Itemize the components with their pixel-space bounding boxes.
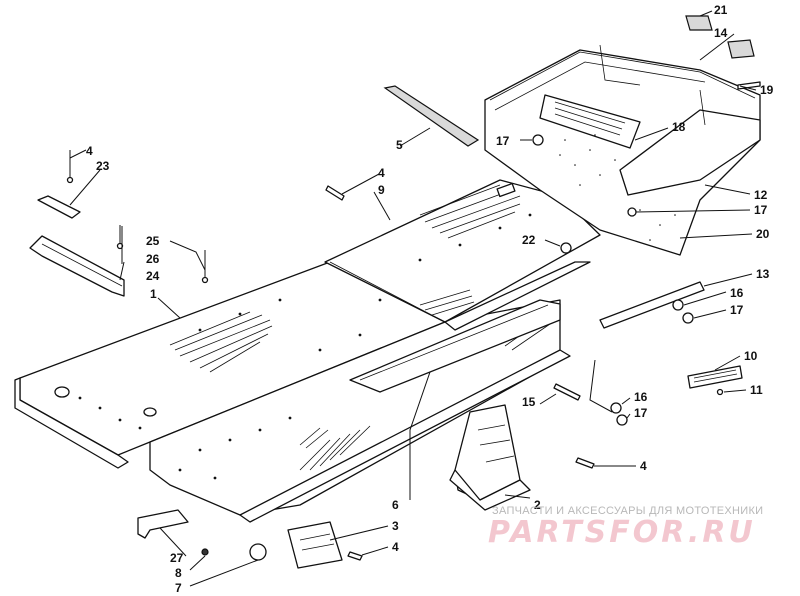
callout-4-bracket: 4 [640, 459, 647, 473]
tunnel-lower-edge [239, 349, 571, 523]
callout-labels: 4 23 25 26 24 1 4 9 5 21 14 19 18 17 12 … [86, 3, 774, 595]
part-8-pin [201, 548, 209, 556]
callout-23: 23 [96, 159, 110, 173]
callout-20: 20 [756, 227, 770, 241]
callout-19: 19 [760, 83, 774, 97]
part-17-nut-mid [682, 312, 694, 324]
part-10-vent [687, 365, 743, 389]
tunnel-front-flange [14, 377, 129, 469]
callout-6: 6 [392, 498, 399, 512]
callout-7: 7 [175, 581, 182, 595]
part-27-channel [137, 509, 189, 539]
callout-26: 26 [146, 252, 160, 266]
part-3-plate [287, 521, 343, 569]
callout-15: 15 [522, 395, 536, 409]
callout-3: 3 [392, 519, 399, 533]
part-16-washer-mid [672, 299, 684, 311]
callout-18: 18 [672, 120, 686, 134]
watermark-brand: PARTSFOR.RU [488, 515, 756, 550]
callout-17-low: 17 [634, 406, 648, 420]
callout-17-right: 17 [754, 203, 768, 217]
callout-27: 27 [170, 551, 184, 565]
callout-2: 2 [534, 498, 541, 512]
callout-4-deck: 4 [378, 166, 385, 180]
part-17-nut-top [532, 134, 544, 146]
part-7-plug [249, 543, 267, 561]
callout-8: 8 [175, 566, 182, 580]
callout-4-plate: 4 [392, 540, 399, 554]
callout-24: 24 [146, 269, 160, 283]
tunnel-access-hole [54, 386, 70, 398]
callout-10: 10 [744, 349, 758, 363]
callout-5: 5 [396, 138, 403, 152]
deck-badge [496, 182, 516, 198]
part-2-bracket [449, 404, 531, 511]
watermark-tagline: ЗАПЧАСТИ И АКСЕССУАРЫ ДЛЯ МОТОТЕХНИКИ [492, 505, 763, 517]
fasteners [66, 81, 761, 561]
callout-17-mid: 17 [730, 303, 744, 317]
callout-17-top: 17 [496, 134, 510, 148]
callout-14: 14 [714, 26, 728, 40]
part-11-screw [716, 388, 724, 396]
watermark: ЗАПЧАСТИ И АКСЕССУАРЫ ДЛЯ МОТОТЕХНИКИ PA… [488, 505, 763, 550]
part-13-rod [599, 281, 705, 329]
tunnel-assembly [14, 179, 601, 523]
part-16-washer-low [610, 402, 622, 414]
callout-1: 1 [150, 287, 157, 301]
callout-25: 25 [146, 234, 160, 248]
part-17-nut-right [627, 207, 637, 217]
callout-16-low: 16 [634, 390, 648, 404]
part-15-bolt [553, 383, 581, 401]
part-21-decal [685, 15, 713, 31]
tunnel-access-hole-2 [143, 407, 157, 417]
part-6-skid-strip [349, 299, 561, 393]
callout-21: 21 [714, 3, 728, 17]
callout-11: 11 [750, 383, 763, 397]
callout-4: 4 [86, 144, 93, 158]
rivet-holes [58, 213, 532, 480]
part-5-strip [383, 85, 480, 147]
part-22-screw [560, 242, 572, 254]
part-24-bracket [29, 235, 125, 297]
part-23-bracket [37, 195, 81, 219]
leader-lines [69, 10, 757, 587]
callout-12: 12 [754, 188, 768, 202]
rear-bumper-assembly [484, 44, 761, 256]
callout-13: 13 [756, 267, 770, 281]
tunnel-rail [444, 261, 591, 331]
part-17-nut-low [616, 414, 628, 426]
part-18-reflector [539, 94, 641, 149]
part-12-bumper-bar [619, 109, 761, 196]
callout-22: 22 [522, 233, 536, 247]
callout-16-mid: 16 [730, 286, 744, 300]
callout-9: 9 [378, 183, 385, 197]
rear-panel-texture [559, 134, 676, 241]
part-14-decal [727, 39, 755, 59]
